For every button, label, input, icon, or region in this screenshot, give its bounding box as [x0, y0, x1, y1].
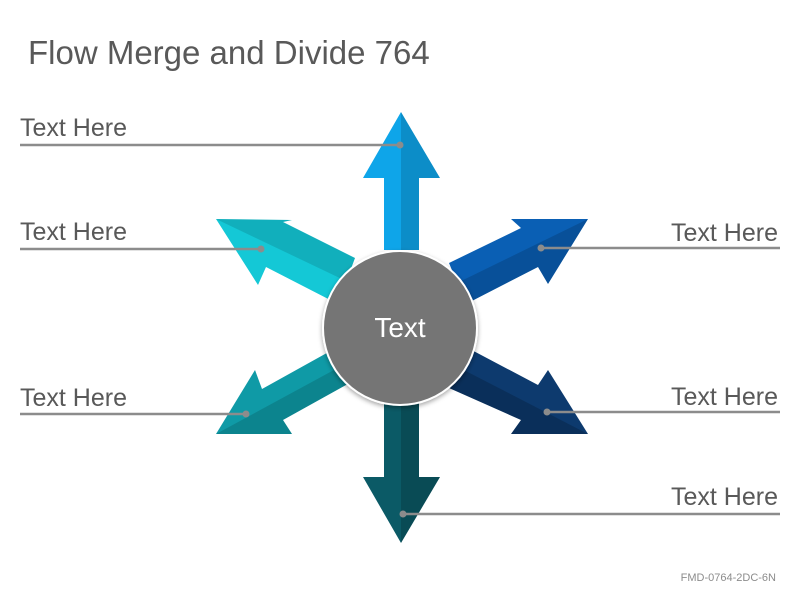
arrow-upper-right[interactable] — [449, 219, 588, 304]
leader-dot-top-left — [396, 141, 404, 149]
leader-dot-lower-left — [242, 410, 250, 418]
label-upper-right[interactable]: Text Here — [671, 219, 778, 247]
center-circle[interactable] — [322, 250, 478, 406]
leader-dot-upper-left — [257, 245, 265, 253]
label-upper-left[interactable]: Text Here — [20, 218, 127, 246]
label-lower-left[interactable]: Text Here — [20, 384, 127, 412]
leader-lines — [20, 141, 780, 518]
page-title: Flow Merge and Divide 764 — [28, 34, 430, 71]
leader-dot-bottom-right — [399, 510, 407, 518]
label-top-left[interactable]: Text Here — [20, 114, 127, 142]
arrow-lower-left[interactable] — [216, 349, 355, 434]
label-bottom-right[interactable]: Text Here — [671, 483, 778, 511]
label-lower-right[interactable]: Text Here — [671, 383, 778, 411]
leader-dot-upper-right — [537, 244, 545, 252]
footer-code: FMD-0764-2DC-6N — [680, 572, 776, 584]
arrow-up[interactable] — [363, 112, 440, 250]
arrow-down[interactable] — [363, 400, 440, 543]
arrow-upper-left[interactable] — [216, 219, 355, 304]
leader-dot-lower-right — [543, 408, 551, 416]
